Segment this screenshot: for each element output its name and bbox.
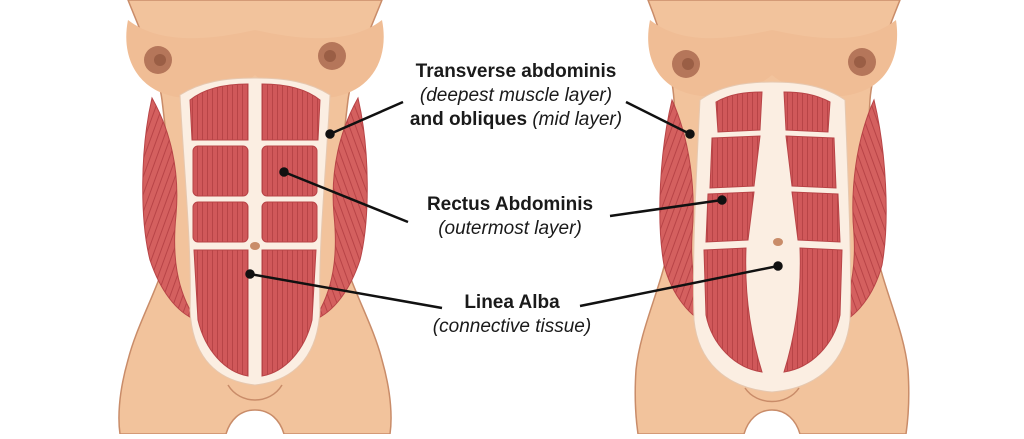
breast-left-l-inner	[154, 54, 166, 66]
breast-left-r-inner	[324, 50, 336, 62]
torso-diastasis	[634, 0, 910, 435]
label-transverse-sub: (deepest muscle layer)	[419, 85, 613, 106]
label-linea-sub: (connective tissue)	[432, 316, 592, 337]
navel-right	[773, 238, 783, 246]
pointer-linea-right	[579, 264, 779, 308]
label-obliques-sub: (mid layer)	[532, 109, 623, 130]
breast-right-l-inner	[682, 58, 694, 70]
breast-right-r-inner	[854, 56, 866, 68]
pointer-transverse-left	[329, 100, 404, 136]
pointer-rectus-right	[609, 198, 723, 218]
groin-left	[227, 384, 283, 401]
pointer-rectus-left-dot	[279, 167, 289, 177]
label-rectus-sub: (outermost layer)	[438, 218, 582, 239]
label-transverse: Transverse abdominis (deepest muscle lay…	[398, 60, 634, 132]
rectus-left-body	[189, 83, 321, 377]
pointer-transverse-left-dot	[325, 129, 335, 139]
label-rectus: Rectus Abdominis (outermost layer)	[400, 193, 620, 241]
groin-right	[744, 387, 800, 403]
torso-left-chest	[126, 20, 384, 99]
pointer-linea-left-dot	[245, 269, 255, 279]
label-transverse-title: Transverse abdominis	[415, 61, 617, 82]
pointer-linea-left	[249, 272, 443, 310]
pointer-transverse-right-dot	[685, 129, 695, 139]
torso-right-chest	[648, 20, 898, 97]
pointer-rectus-right-dot	[717, 195, 727, 205]
label-obliques-title: and obliques	[409, 109, 528, 130]
label-linea: Linea Alba (connective tissue)	[412, 291, 612, 339]
label-rectus-title: Rectus Abdominis	[426, 194, 594, 215]
pointer-rectus-left	[283, 170, 409, 224]
pointer-linea-right-dot	[773, 261, 783, 271]
label-linea-title: Linea Alba	[464, 292, 560, 313]
torso-normal	[118, 0, 392, 435]
pointer-lines	[245, 100, 783, 310]
navel-left	[250, 242, 260, 250]
pointer-transverse-right	[625, 100, 691, 136]
